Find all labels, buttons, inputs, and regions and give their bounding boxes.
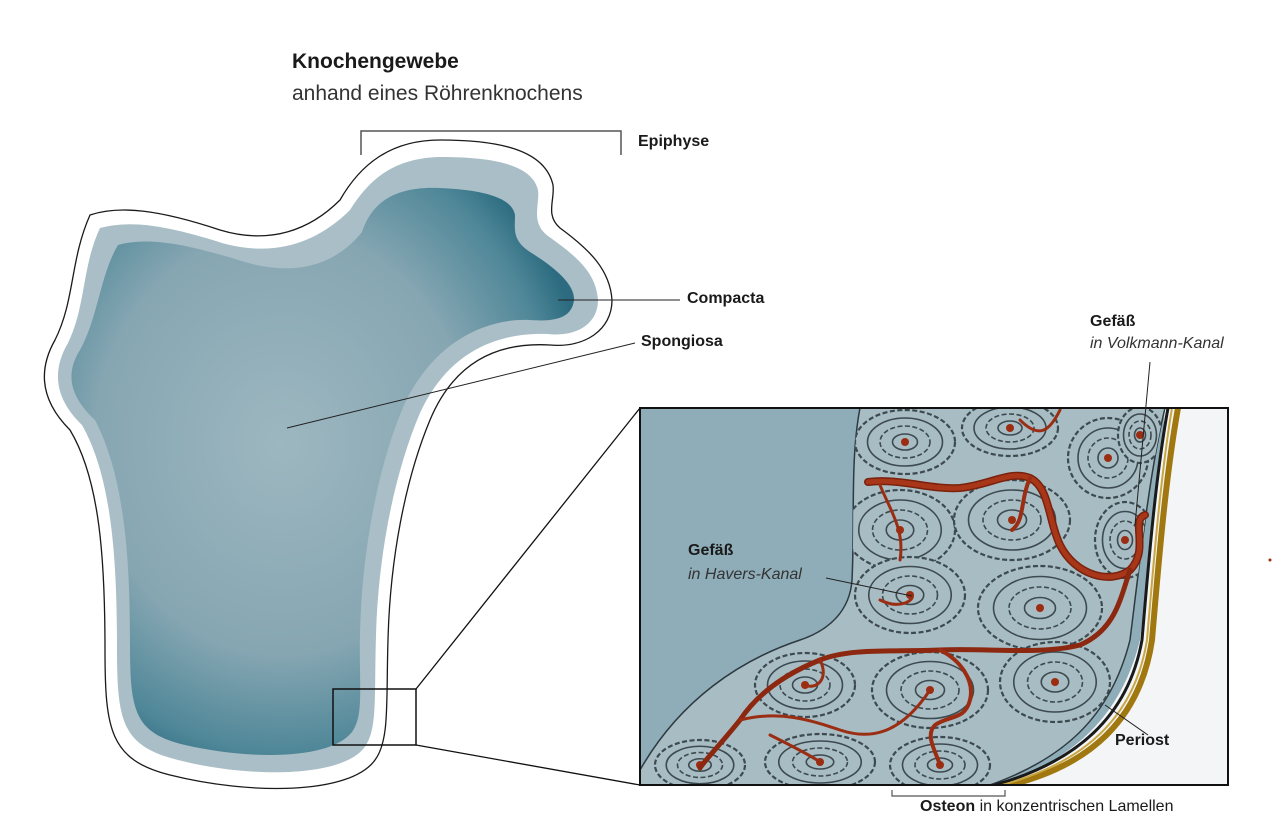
periost-band-outer [1009, 408, 1181, 785]
blood-vessels [697, 408, 1149, 771]
havers-canal [1121, 536, 1129, 544]
zoom-connector-bottom [415, 744, 641, 786]
periost-leader [1104, 704, 1149, 736]
detail-frame [639, 407, 1229, 786]
label-gefaess-volkmann: Gefäß [1090, 313, 1136, 330]
label-osteon-rest: in konzentrischen Lamellen [979, 798, 1174, 815]
zoom-connector-top [415, 407, 641, 690]
osteon-bracket [891, 790, 1006, 797]
havers-canal [1104, 454, 1112, 462]
havers-canal [1036, 604, 1044, 612]
label-volkmann-kanal: in Volkmann-Kanal [1090, 335, 1224, 352]
havers-canal [901, 438, 909, 446]
label-periost: Periost [1115, 732, 1170, 749]
osteon [998, 640, 1112, 724]
periost-band-inner [994, 408, 1170, 785]
osteon [960, 408, 1060, 458]
detail-panel [640, 408, 1228, 785]
spongiosa-region [71, 187, 575, 755]
label-gefaess-havers: Gefäß [688, 542, 734, 559]
havers-canal [1136, 431, 1144, 439]
osteon [853, 555, 967, 635]
diagram-subtitle: anhand eines Röhrenknochens [292, 82, 583, 105]
label-osteon-bold: Osteon [920, 798, 976, 815]
label-epiphyse: Epiphyse [638, 133, 710, 150]
osteon [976, 564, 1104, 652]
zoom-region-marker [332, 688, 417, 746]
havers-canal [1051, 678, 1059, 686]
label-compacta: Compacta [687, 290, 765, 307]
havers-leader [825, 577, 913, 597]
epiphyse-bracket [360, 130, 622, 155]
label-osteon: Osteon in konzentrischen Lamellen [920, 798, 1173, 816]
havers-canal [1008, 516, 1016, 524]
diagram-title: Knochengewebe [292, 50, 459, 73]
periost-region [1000, 408, 1228, 785]
label-havers-kanal: in Havers-Kanal [688, 566, 802, 583]
volkmann-leader [1134, 361, 1151, 526]
label-spongiosa: Spongiosa [641, 333, 723, 350]
spongiosa-leader [286, 342, 636, 429]
havers-canal [1006, 424, 1014, 432]
osteon [853, 408, 957, 476]
osteon [1116, 408, 1164, 465]
